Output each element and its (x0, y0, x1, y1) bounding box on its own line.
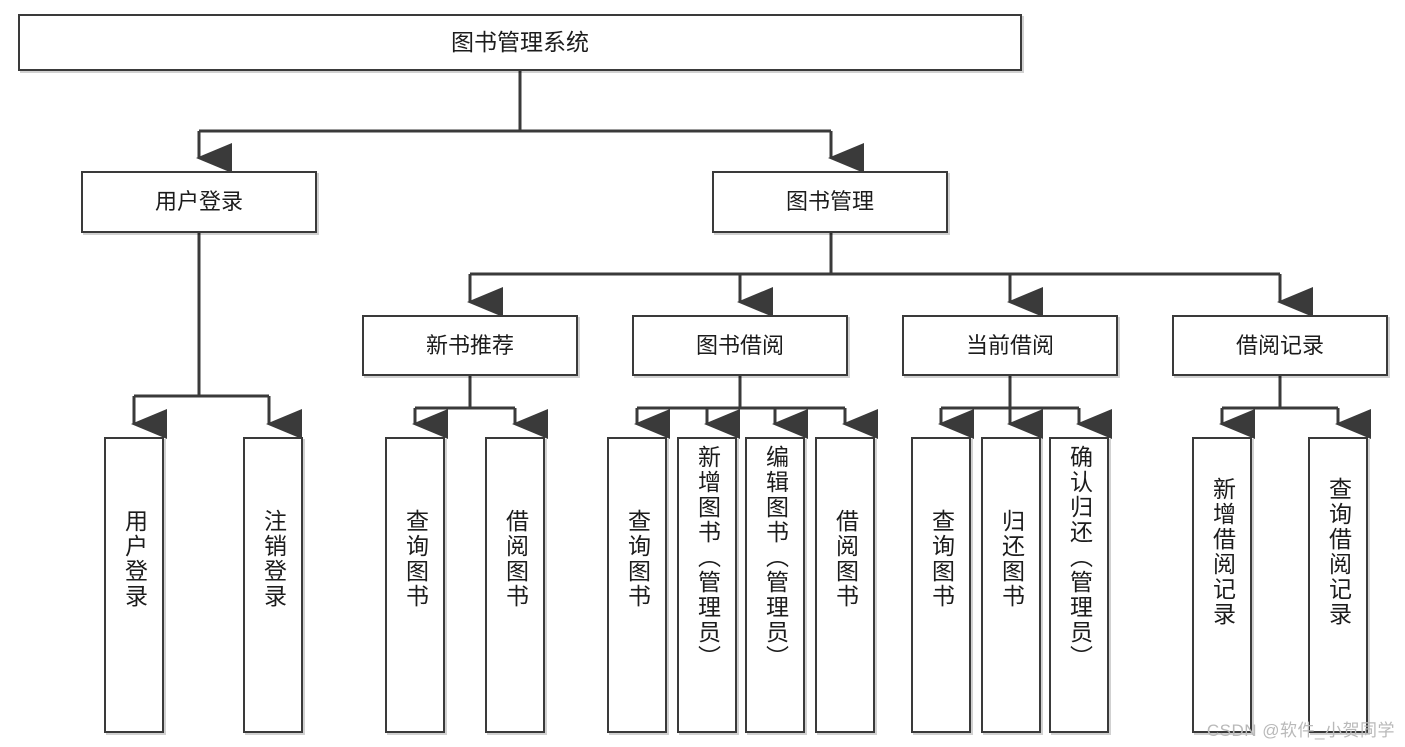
leaf-record-query-record-label: 查询借阅记录 (1325, 477, 1352, 627)
leaf-record-add-record[interactable]: 新增借阅记录 (1192, 437, 1252, 733)
node-borrow-record[interactable]: 借阅记录 (1172, 315, 1388, 376)
leaf-record-add-record-label: 新增借阅记录 (1209, 477, 1236, 627)
leaf-recommend-query-book[interactable]: 查询图书 (385, 437, 445, 733)
node-book-management-label: 图书管理 (785, 189, 874, 215)
watermark-text: CSDN @软件_小贺同学 (1206, 721, 1395, 740)
leaf-borrow-borrow-book[interactable]: 借阅图书 (815, 437, 875, 733)
leaf-borrow-edit-book-admin[interactable]: 编辑图书（管理员） (745, 437, 805, 733)
leaf-recommend-query-book-label: 查询图书 (402, 509, 429, 609)
node-book-management[interactable]: 图书管理 (712, 171, 948, 233)
leaf-record-query-record[interactable]: 查询借阅记录 (1308, 437, 1368, 733)
node-borrow-record-label: 借阅记录 (1235, 332, 1324, 358)
leaf-user-login-logout-label: 注销登录 (260, 509, 287, 609)
leaf-current-return-book[interactable]: 归还图书 (981, 437, 1041, 733)
leaf-current-return-book-label: 归还图书 (998, 509, 1025, 609)
leaf-borrow-query-book-label: 查询图书 (624, 509, 651, 609)
node-current-borrow-label: 当前借阅 (965, 332, 1054, 358)
leaf-borrow-add-book-admin[interactable]: 新增图书（管理员） (677, 437, 737, 733)
leaf-current-query-book-label: 查询图书 (928, 509, 955, 609)
node-root[interactable]: 图书管理系统 (18, 14, 1022, 71)
node-book-borrow-label: 图书借阅 (695, 332, 784, 358)
node-book-borrow[interactable]: 图书借阅 (632, 315, 848, 376)
node-new-book-recommend-label: 新书推荐 (425, 332, 514, 358)
leaf-recommend-borrow-book-label: 借阅图书 (502, 509, 529, 609)
node-user-login[interactable]: 用户登录 (81, 171, 317, 233)
node-root-label: 图书管理系统 (451, 29, 589, 56)
leaf-borrow-edit-book-admin-label: 编辑图书（管理员） (762, 445, 789, 670)
leaf-user-login-login[interactable]: 用户登录 (104, 437, 164, 733)
leaf-current-confirm-return-admin-label: 确认归还（管理员） (1066, 445, 1093, 670)
leaf-user-login-login-label: 用户登录 (121, 509, 148, 609)
leaf-current-query-book[interactable]: 查询图书 (911, 437, 971, 733)
leaf-borrow-add-book-admin-label: 新增图书（管理员） (694, 445, 721, 670)
leaf-current-confirm-return-admin[interactable]: 确认归还（管理员） (1049, 437, 1109, 733)
leaf-borrow-query-book[interactable]: 查询图书 (607, 437, 667, 733)
leaf-user-login-logout[interactable]: 注销登录 (243, 437, 303, 733)
node-new-book-recommend[interactable]: 新书推荐 (362, 315, 578, 376)
leaf-recommend-borrow-book[interactable]: 借阅图书 (485, 437, 545, 733)
node-current-borrow[interactable]: 当前借阅 (902, 315, 1118, 376)
node-user-login-label: 用户登录 (154, 189, 243, 215)
leaf-borrow-borrow-book-label: 借阅图书 (832, 509, 859, 609)
